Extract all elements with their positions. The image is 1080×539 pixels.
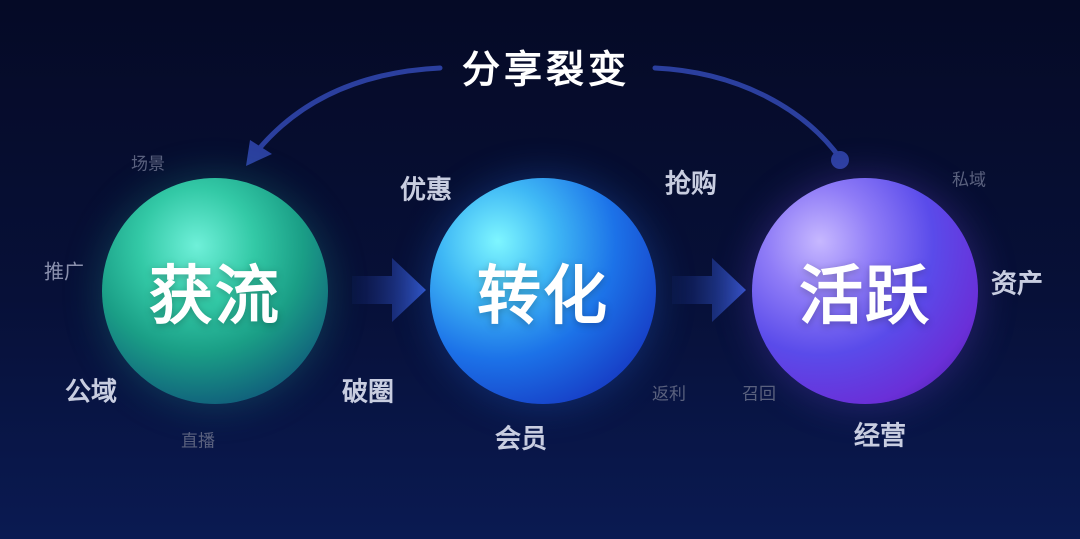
node-label-3: 活跃: [799, 260, 931, 334]
tag-label: 返利: [652, 384, 686, 405]
tag-label: 推广: [44, 259, 84, 284]
tag-label: 经营: [853, 421, 907, 452]
diagram-title: 分享裂变: [461, 47, 631, 92]
tag-label: 抢购: [664, 169, 718, 200]
node-label-1: 获流: [149, 260, 281, 334]
tag-label: 场景: [131, 154, 165, 175]
curve-arrow-right-path: [652, 65, 843, 161]
tag-label: 公域: [64, 377, 118, 408]
node-sphere-2: 转化: [430, 178, 656, 404]
tag-label: 召回: [742, 384, 776, 405]
node-sphere-1: 获流: [102, 178, 328, 404]
tag-label: 私域: [952, 170, 986, 191]
tag-label: 直播: [181, 431, 215, 452]
node-sphere-3: 活跃: [752, 178, 978, 404]
tag-label: 会员: [494, 424, 548, 455]
chevron-arrow-1: [352, 258, 426, 322]
curve-arrowhead: [246, 140, 272, 166]
tag-label: 资产: [990, 269, 1044, 300]
curve-arrow-dot: [831, 151, 849, 169]
chevron-arrow-2: [672, 258, 746, 322]
tag-label: 破圈: [341, 377, 395, 408]
tag-label: 优惠: [399, 175, 453, 206]
node-label-2: 转化: [477, 260, 609, 334]
curve-arrow-left-path: [255, 65, 443, 153]
